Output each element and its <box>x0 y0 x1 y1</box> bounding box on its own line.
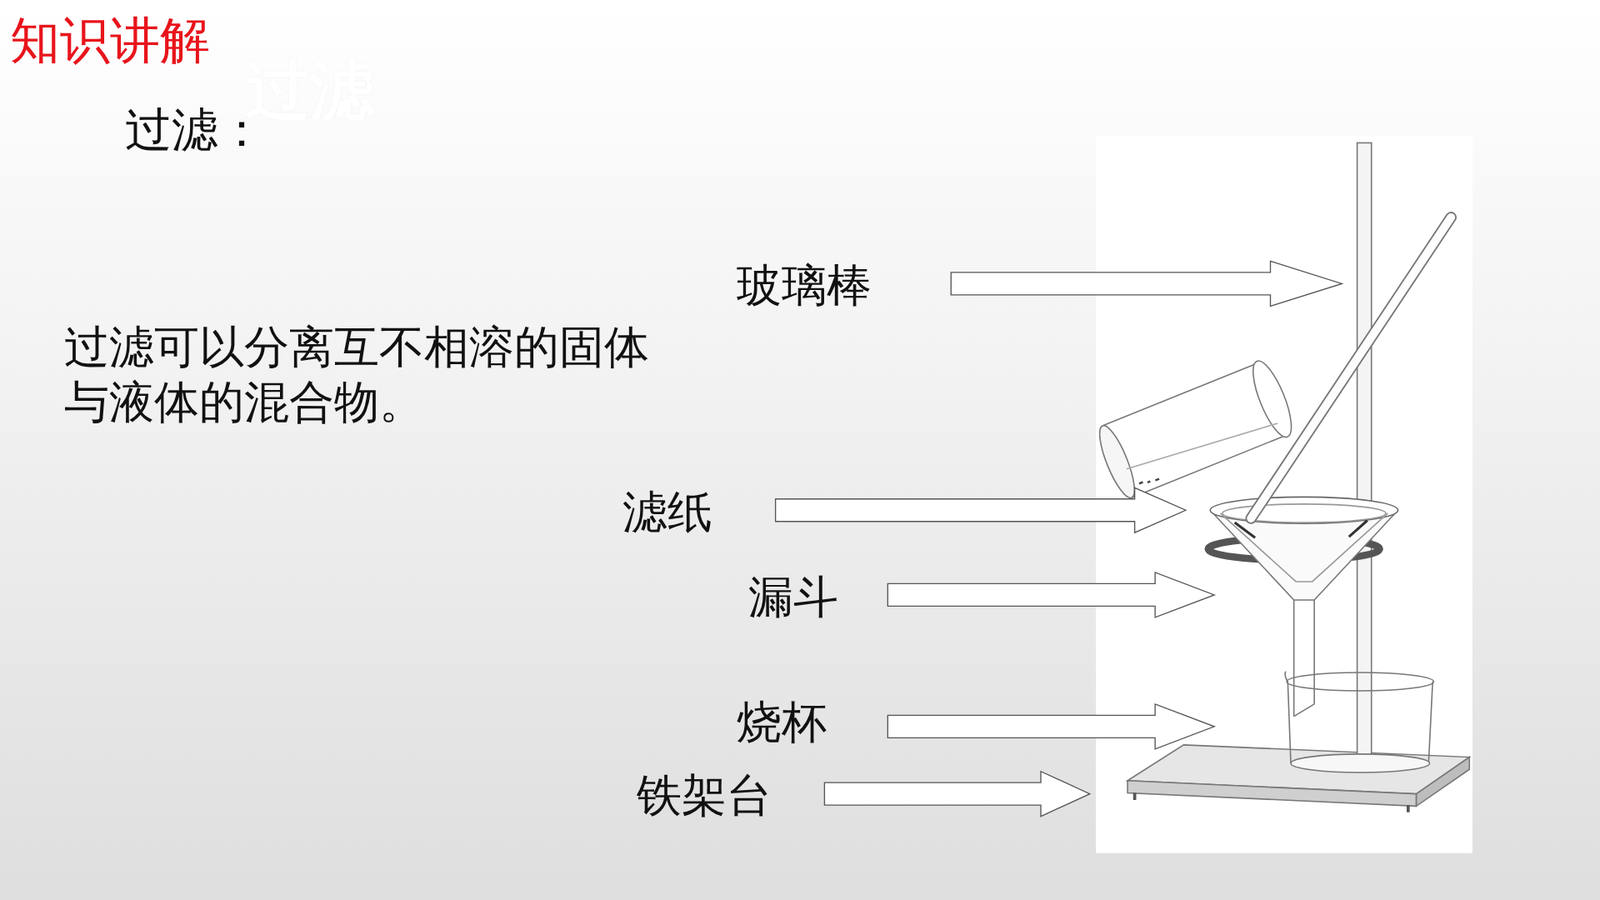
slide-title: 过滤： <box>125 103 265 157</box>
part-label: 漏斗 <box>748 571 839 624</box>
pouring-beaker <box>1092 356 1300 504</box>
funnel <box>1210 496 1398 600</box>
watermark-title: 过滤 <box>245 53 375 129</box>
filter-paper <box>1220 504 1389 582</box>
stand-rod <box>1357 142 1372 767</box>
part-label: 玻璃棒 <box>736 260 872 312</box>
part-label: 铁架台 <box>636 770 772 822</box>
body-text: 过滤可以分离互不相溶的固体 与液体的混合物。 <box>64 320 690 430</box>
receiving-beaker <box>1285 671 1434 773</box>
leader-arrows <box>775 260 1343 816</box>
section-header: 知识讲解 <box>10 11 210 70</box>
picture-panel <box>1095 135 1473 854</box>
stand-base <box>1127 745 1470 813</box>
funnel-stem <box>1294 600 1315 717</box>
glass-rod <box>1250 217 1451 519</box>
part-label: 滤纸 <box>622 486 713 539</box>
part-label: 烧杯 <box>736 696 827 749</box>
